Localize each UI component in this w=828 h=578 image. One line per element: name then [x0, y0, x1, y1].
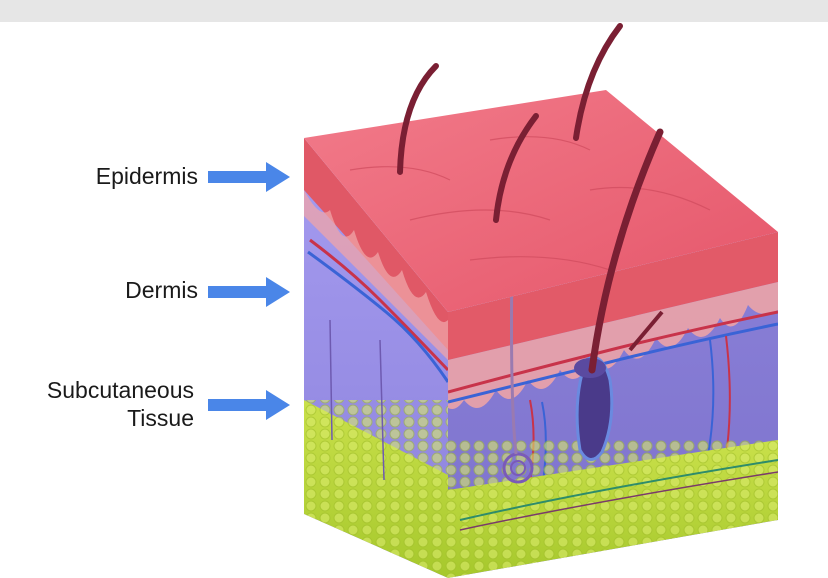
epidermis-arrow-icon — [208, 162, 290, 192]
cube-left-face — [304, 138, 448, 578]
subcutaneous-arrow-icon — [208, 390, 290, 420]
subcutaneous-tissue-label: Subcutaneous Tissue — [0, 376, 194, 432]
top-bar — [0, 0, 828, 22]
skin-cross-section-illustration — [304, 23, 778, 578]
dermis-label: Dermis — [125, 277, 198, 303]
dermis-arrow-icon — [208, 277, 290, 307]
epidermis-label: Epidermis — [95, 163, 198, 189]
subcutaneous-label-line-2: Tissue — [127, 405, 194, 431]
subcutaneous-label-line-1: Subcutaneous — [46, 377, 194, 403]
hair-strands — [397, 23, 664, 374]
cube-top-face — [304, 90, 778, 312]
